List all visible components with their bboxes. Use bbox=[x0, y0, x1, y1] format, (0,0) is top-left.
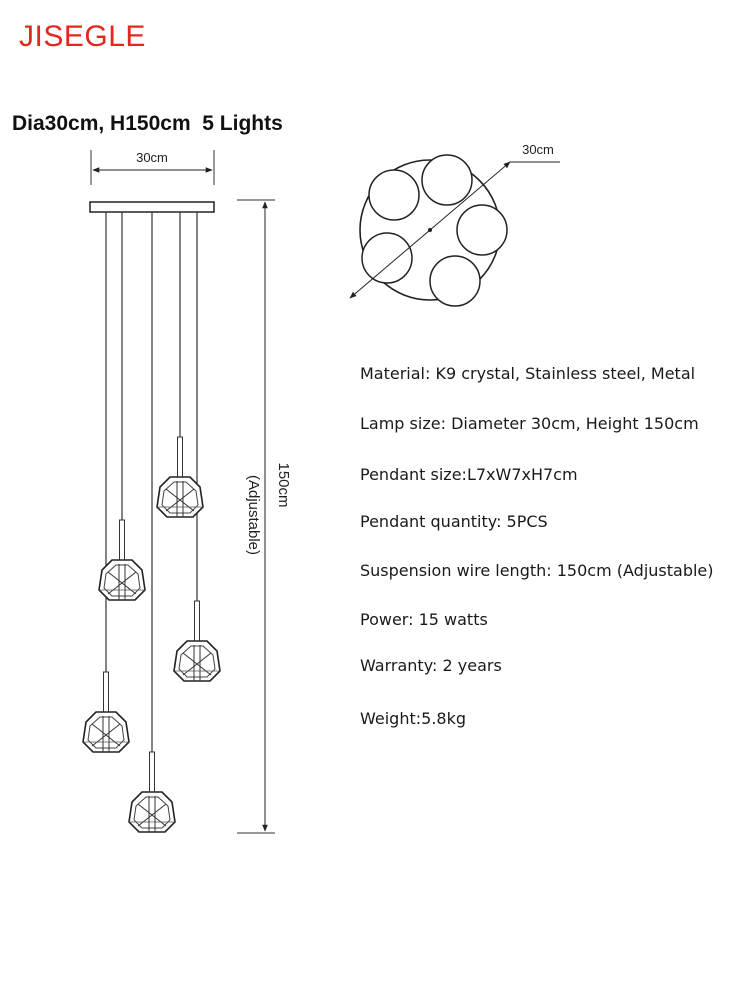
spec-material: Material: K9 crystal, Stainless steel, M… bbox=[360, 364, 695, 383]
spec-label: Pendant quantity: bbox=[360, 512, 502, 531]
adjustable-label: (Adjustable) bbox=[245, 475, 262, 555]
spec-warranty: Warranty: 2 years bbox=[360, 656, 502, 675]
spec-value: 5PCS bbox=[506, 512, 548, 531]
spec-lamp-size: Lamp size: Diameter 30cm, Height 150cm bbox=[360, 414, 699, 433]
pendant-1 bbox=[156, 436, 204, 518]
canopy-width-dimension: 30cm bbox=[90, 150, 215, 185]
pendant-5 bbox=[128, 751, 176, 833]
height-dimension: 150cm (Adjustable) bbox=[237, 199, 292, 834]
spec-value: 150cm (Adjustable) bbox=[556, 561, 714, 580]
spec-label: Suspension wire length: bbox=[360, 561, 552, 580]
canopy-width-label: 30cm bbox=[136, 150, 168, 165]
spec-value: Diameter 30cm, Height 150cm bbox=[451, 414, 699, 433]
spec-value: K9 crystal, Stainless steel, Metal bbox=[435, 364, 696, 383]
spec-label: Warranty: bbox=[360, 656, 438, 675]
product-headline: Dia30cm, H150cm 5 Lights bbox=[12, 112, 283, 135]
spec-label: Lamp size: bbox=[360, 414, 446, 433]
canopy bbox=[89, 201, 215, 213]
top-view: 30cm bbox=[349, 142, 560, 307]
spec-label: Pendant size: bbox=[360, 465, 467, 484]
brand-logo: JISEGLE bbox=[19, 20, 146, 53]
height-label: 150cm bbox=[275, 462, 292, 507]
top-view-diameter-label: 30cm bbox=[522, 142, 554, 157]
pendant-3 bbox=[173, 600, 221, 682]
spec-value: 5.8kg bbox=[421, 709, 467, 728]
spec-pendant-quantity: Pendant quantity: 5PCS bbox=[360, 512, 548, 531]
spec-label: Weight: bbox=[360, 709, 422, 728]
spec-label: Power: bbox=[360, 610, 414, 629]
spec-value: 2 years bbox=[442, 656, 502, 675]
pendant-4 bbox=[82, 671, 130, 753]
spec-pendant-size: Pendant size:L7xW7xH7cm bbox=[360, 465, 578, 484]
spec-value: 15 watts bbox=[418, 610, 488, 629]
spec-weight: Weight:5.8kg bbox=[360, 709, 466, 728]
spec-value: L7xW7xH7cm bbox=[466, 465, 578, 484]
spec-label: Material: bbox=[360, 364, 431, 383]
spec-power: Power: 15 watts bbox=[360, 610, 488, 629]
spec-wire-length: Suspension wire length: 150cm (Adjustabl… bbox=[360, 561, 714, 580]
